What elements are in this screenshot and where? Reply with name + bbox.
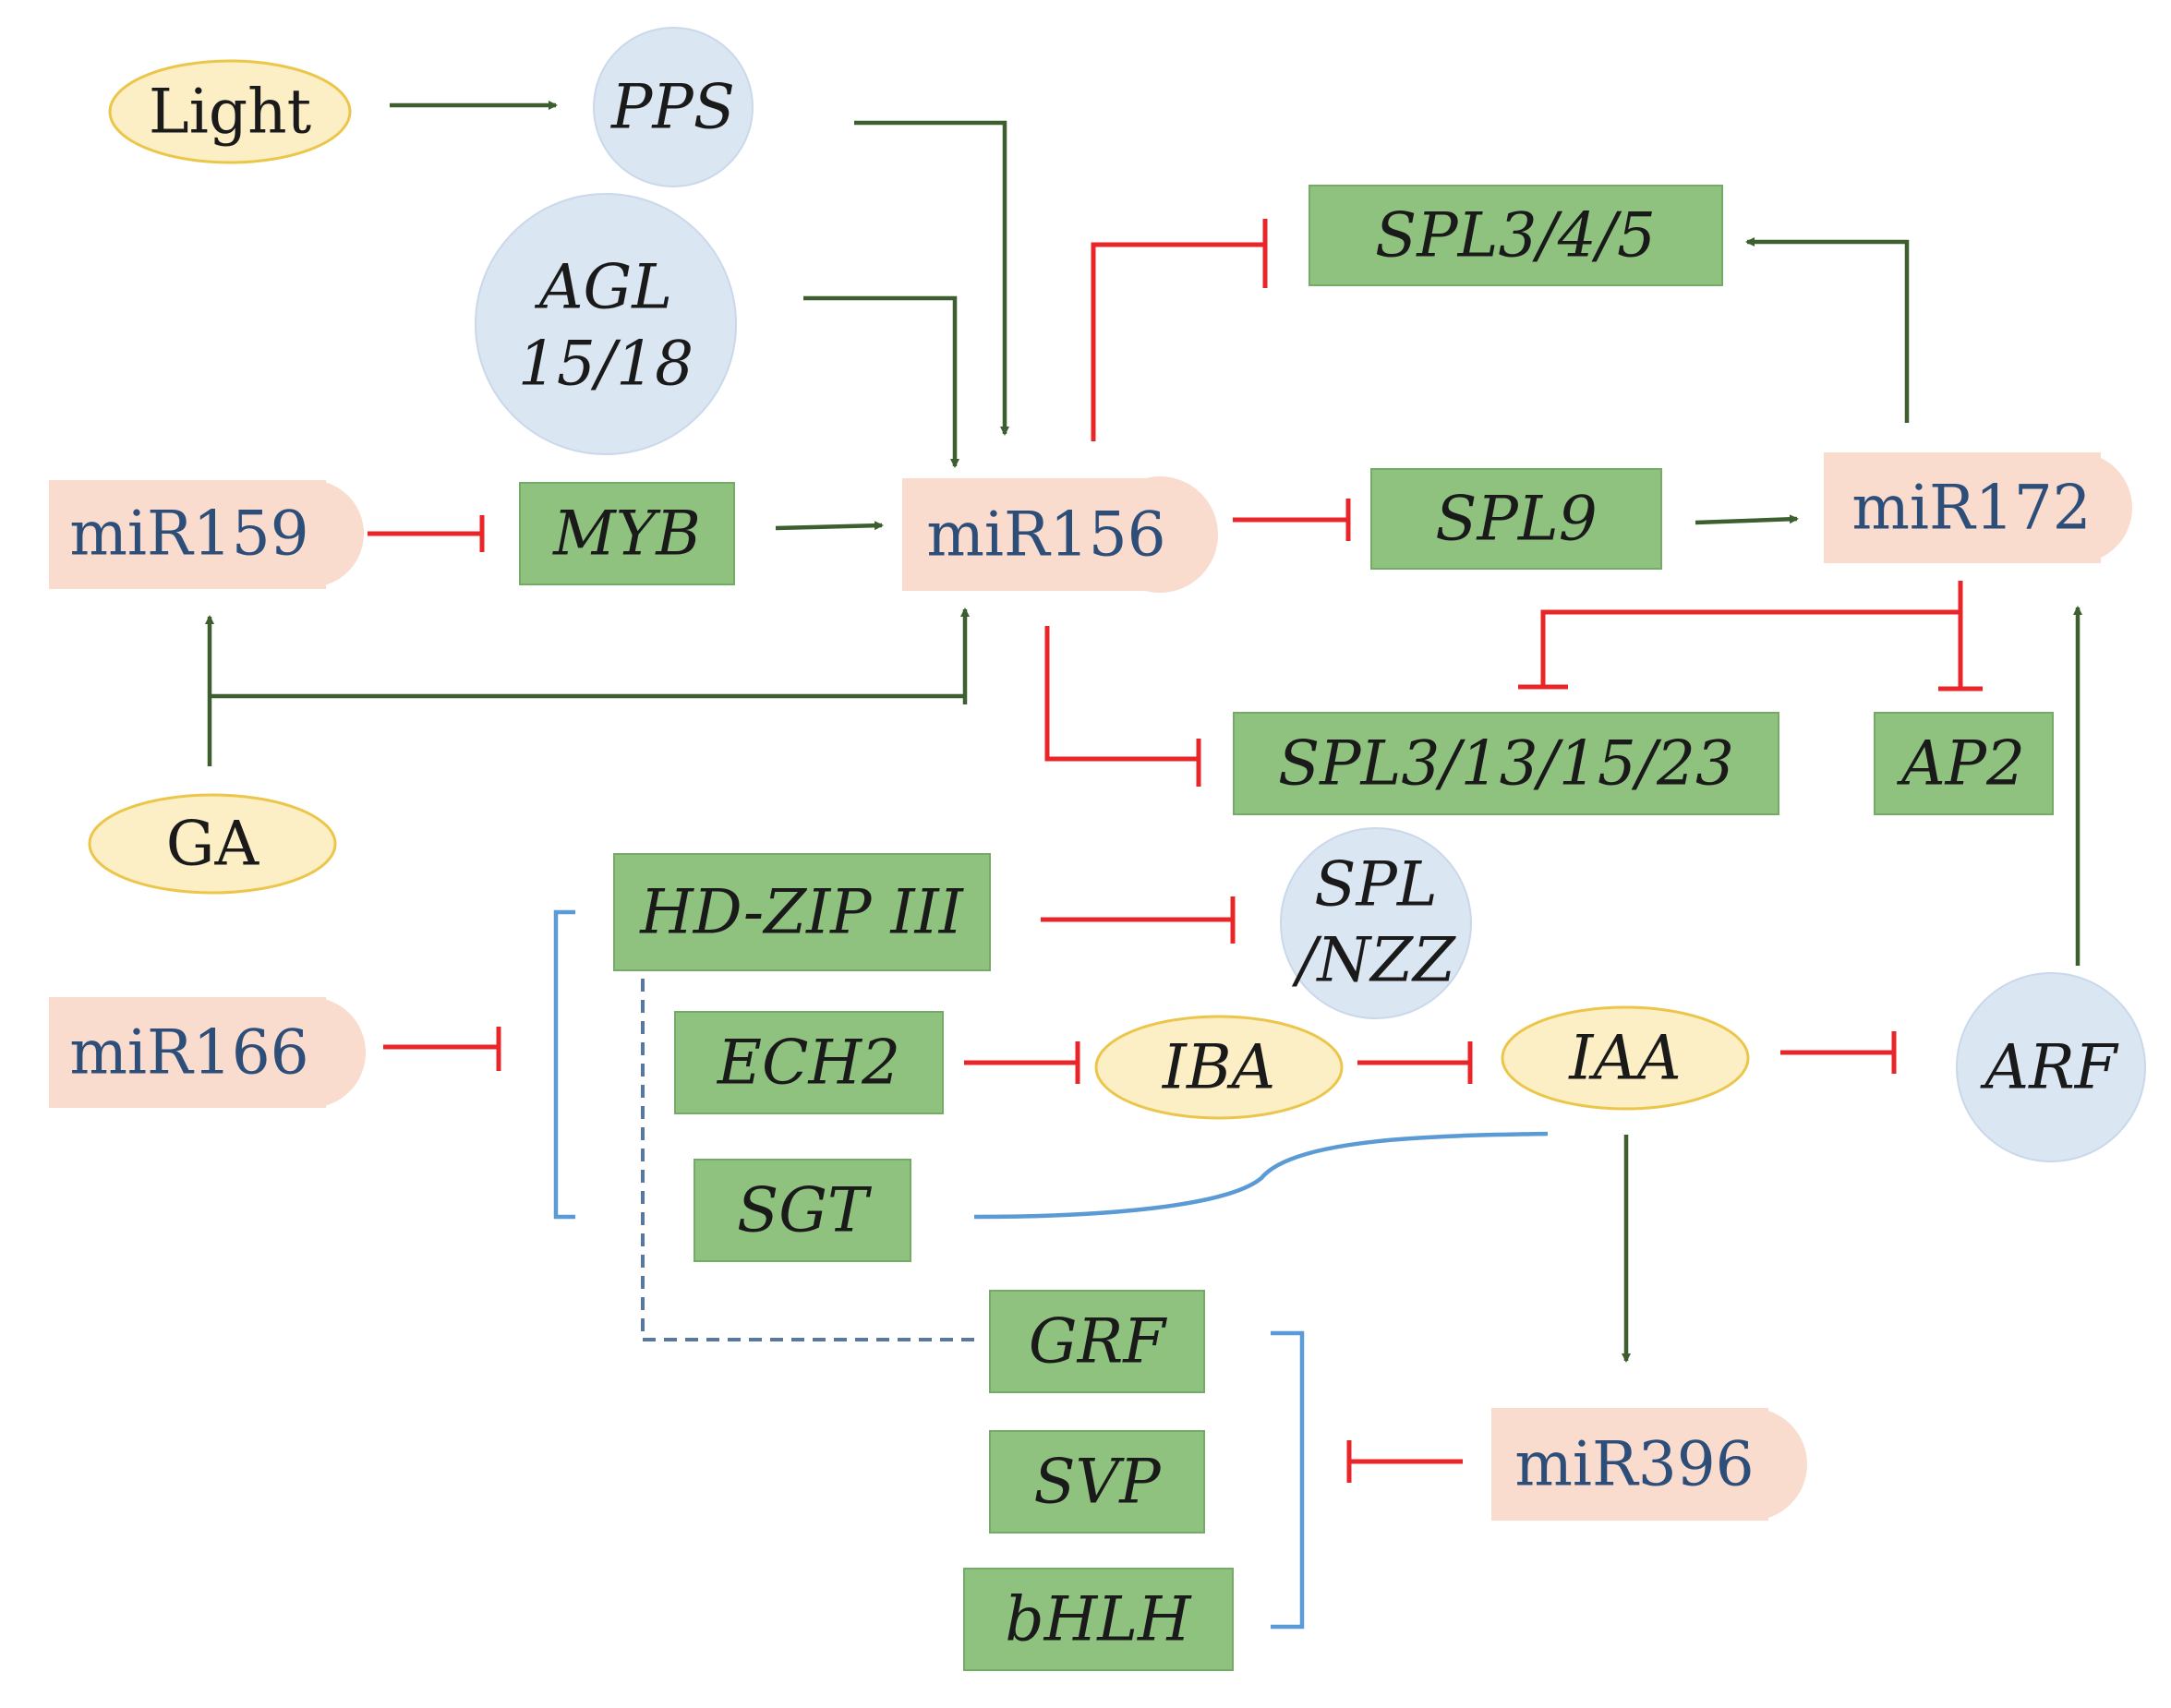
inhibit-mir156-to-spl345	[1091, 219, 1268, 441]
spl-nzz-node: SPL /NZZ	[1280, 827, 1472, 1019]
bhlh-node: bHLH	[963, 1568, 1234, 1671]
mir156-node: miR156	[902, 476, 1218, 593]
arf-label: ARF	[1979, 1032, 2118, 1103]
ga-node: GA	[88, 793, 337, 895]
ga-label: GA	[166, 809, 260, 880]
arrow-mir172-to-spl345	[1745, 237, 1910, 423]
inhibit-ech2-to-iba	[964, 1041, 1080, 1084]
ap2-label: AP2	[1896, 728, 2025, 800]
iaa-node: IAA	[1501, 1005, 1750, 1111]
grf-node: GRF	[989, 1290, 1205, 1393]
spl-nzz-label-line1: SPL	[1314, 849, 1437, 920]
spl9-node: SPL9	[1370, 468, 1662, 570]
arrow-pps-to-mir156	[854, 120, 1009, 436]
spl-nzz-label-line2: /NZZ	[1291, 925, 1456, 996]
arf-node: ARF	[1956, 972, 2146, 1162]
mir396-node: miR396	[1491, 1408, 1807, 1521]
spl345-label: SPL3/4/5	[1375, 200, 1656, 271]
inhibit-mir172-to-spl3-13-15-23-and-ap2	[1518, 581, 1983, 692]
arrow-ga-to-mir159-and-mir156	[205, 607, 970, 766]
myb-label: MYB	[552, 499, 701, 570]
sgt-node: SGT	[694, 1159, 911, 1262]
grf-label: GRF	[1029, 1306, 1167, 1377]
agl-label-line2: 15/18	[518, 329, 694, 400]
ech2-node: ECH2	[674, 1011, 944, 1114]
dashed-hdzip3-to-grf	[641, 979, 976, 1341]
svp-label: SVP	[1033, 1447, 1162, 1518]
arrow-agl-to-mir156	[803, 295, 959, 468]
inhibit-iaa-to-arf	[1780, 1031, 1897, 1074]
mir166-node: miR166	[49, 997, 366, 1108]
curve-sgt-to-iaa	[973, 1131, 1549, 1220]
inhibit-mir159-to-myb	[368, 515, 485, 552]
agl-15-18-node: AGL 15/18	[475, 193, 737, 455]
left-bracket	[553, 909, 575, 1220]
spl3-13-15-23-label: SPL3/13/15/23	[1278, 728, 1734, 800]
hd-zip-iii-node: HD-ZIP III	[613, 853, 991, 971]
sgt-label: SGT	[737, 1175, 873, 1246]
inhibit-mir156-to-spl9	[1233, 499, 1351, 541]
agl-label-line1: AGL	[534, 252, 672, 323]
mir166-label: miR166	[69, 1017, 308, 1089]
light-node: Light	[108, 59, 352, 164]
inhibit-mir156-to-spl3-13-15-23	[1044, 626, 1201, 787]
mir172-node: miR172	[1824, 452, 2132, 563]
spl3-13-15-23-node: SPL3/13/15/23	[1233, 712, 1779, 815]
myb-node: MYB	[519, 482, 735, 585]
spl9-label: SPL9	[1435, 484, 1597, 555]
arrow-spl9-to-mir172	[1695, 514, 1799, 525]
bhlh-label: bHLH	[1005, 1584, 1192, 1655]
iaa-label: IAA	[1568, 1023, 1681, 1094]
mir159-node: miR159	[49, 480, 364, 589]
pps-node: PPS	[593, 27, 754, 187]
mir172-label: miR172	[1851, 473, 2091, 544]
right-bracket	[1271, 1330, 1305, 1630]
hd-zip-iii-label: HD-ZIP III	[639, 877, 964, 948]
svp-node: SVP	[989, 1430, 1205, 1534]
mir396-label: miR396	[1514, 1429, 1754, 1500]
inhibit-hdzip3-to-spl-nzz	[1041, 896, 1236, 944]
iba-node: IBA	[1094, 1015, 1344, 1120]
ech2-label: ECH2	[717, 1028, 900, 1099]
mir159-label: miR159	[69, 499, 308, 570]
ap2-node: AP2	[1874, 712, 2054, 815]
arrow-myb-to-mir156	[775, 521, 884, 531]
spl345-node: SPL3/4/5	[1309, 185, 1723, 286]
mir156-label: miR156	[926, 499, 1165, 571]
inhibit-mir396-to-bracket	[1346, 1440, 1463, 1483]
light-label: Light	[149, 77, 311, 148]
inhibit-iba-to-iaa	[1357, 1041, 1473, 1084]
pps-label: PPS	[610, 72, 735, 143]
iba-label: IBA	[1162, 1032, 1275, 1103]
inhibit-mir166-to-bracket	[383, 1027, 501, 1071]
